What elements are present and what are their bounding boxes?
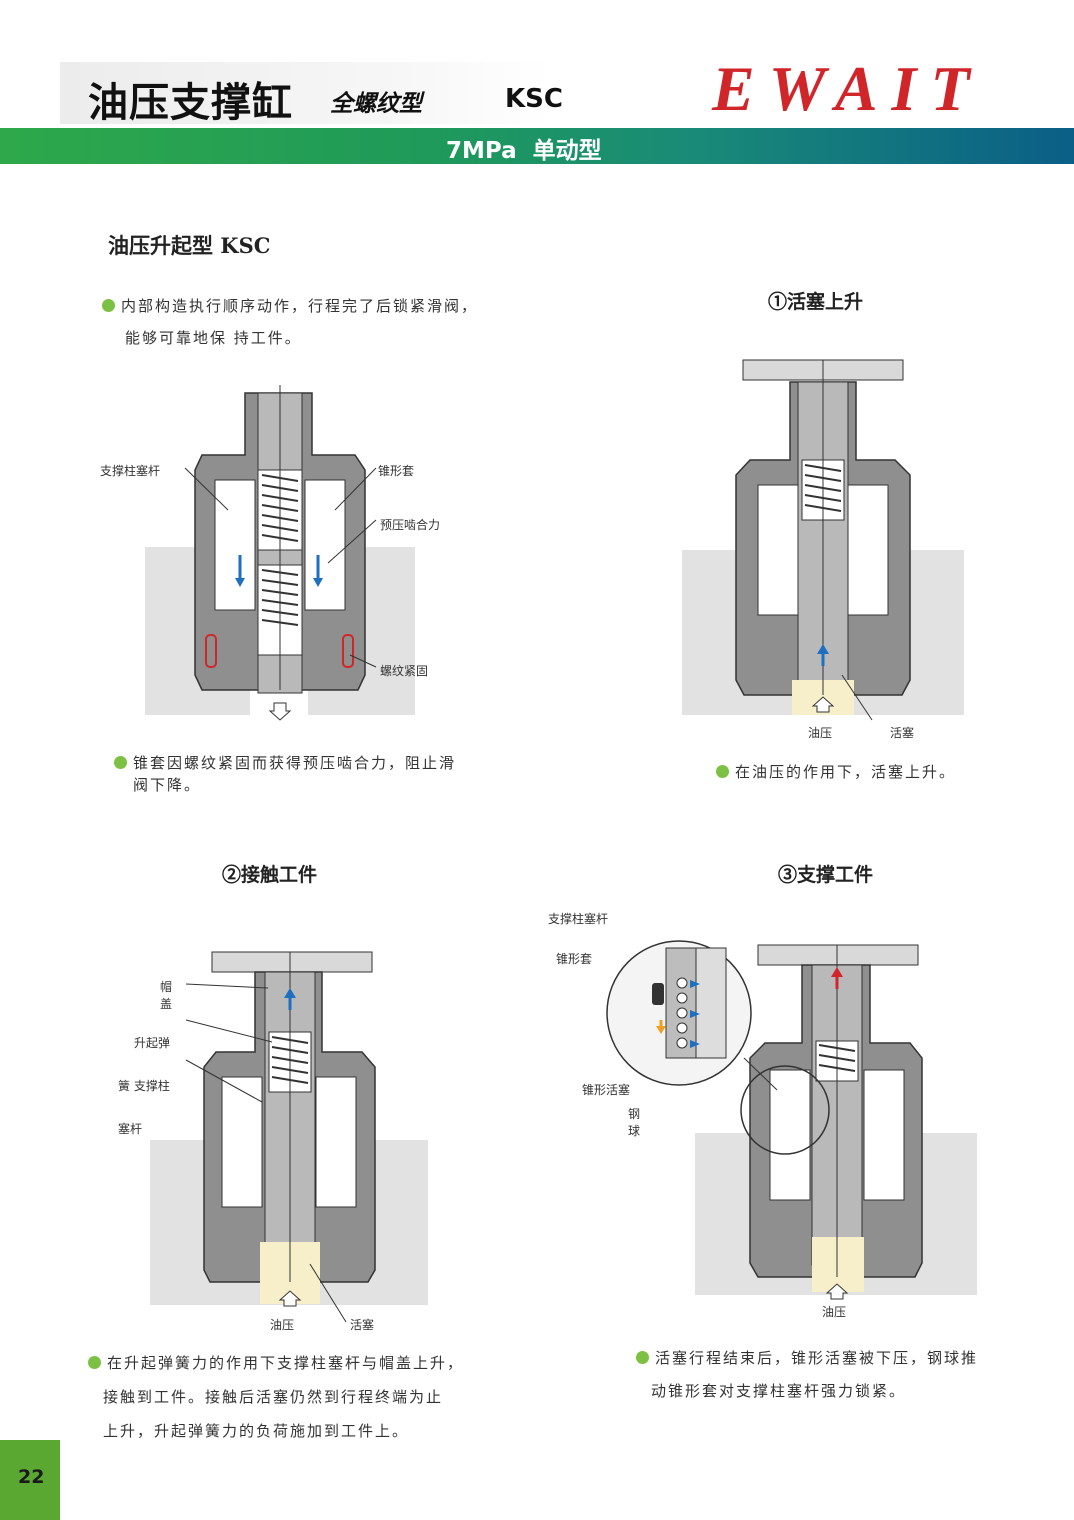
label-preload: 预压啮合力 bbox=[380, 518, 441, 532]
step2-label-cap-1: 帽 bbox=[160, 980, 173, 994]
step2-cylinder-diagram bbox=[150, 951, 428, 1323]
step2-label-piston: 活塞 bbox=[350, 1318, 375, 1332]
intro-line-2: 能够可靠地保 持工件。 bbox=[125, 329, 302, 347]
bullet-icon bbox=[102, 299, 115, 312]
step3-caption-line-1: 活塞行程结束后，锥形活塞被下压，钢球推 bbox=[655, 1349, 979, 1367]
page-title: 油压支撑缸 bbox=[88, 80, 293, 126]
overview-caption: 锥套因螺纹紧固而获得预压啮合力，阻止滑 阀下降。 bbox=[114, 752, 554, 796]
step2-caption: 在升起弹簧力的作用下支撑柱塞杆与帽盖上升， 接触到工件。接触后活塞仍然到行程终端… bbox=[88, 1346, 558, 1448]
step3-label-oil: 油压 bbox=[822, 1305, 847, 1319]
step1-caption: 在油压的作用下，活塞上升。 bbox=[716, 756, 1036, 788]
step3-caption-line-2: 动锥形套对支撑柱塞杆强力锁紧。 bbox=[651, 1382, 907, 1400]
overview-cylinder-diagram bbox=[145, 385, 415, 721]
step1-caption-text: 在油压的作用下，活塞上升。 bbox=[735, 763, 957, 781]
label-cone-sleeve: 锥形套 bbox=[378, 464, 415, 478]
step3-label-ball-1: 钢 bbox=[628, 1107, 641, 1121]
bullet-icon bbox=[114, 756, 127, 769]
step2-label-cap-2: 盖 bbox=[160, 997, 173, 1011]
step2-title: ②接触工件 bbox=[222, 864, 318, 886]
step2-label-spring-2: 簧 支撑柱 bbox=[118, 1079, 170, 1093]
step3-title: ③支撑工件 bbox=[778, 864, 874, 886]
step2-label-oil: 油压 bbox=[270, 1318, 295, 1332]
section-title: 油压升起型 KSC bbox=[108, 233, 271, 258]
model-code: KSC bbox=[505, 84, 563, 114]
overview-caption-line-1: 锥套因螺纹紧固而获得预压啮合力，阻止滑 bbox=[133, 754, 457, 772]
brand-logo: EWAIT bbox=[712, 53, 984, 124]
overview-caption-line-2: 阀下降。 bbox=[133, 776, 202, 794]
step3-detail-magnifier bbox=[606, 940, 778, 1091]
step2-label-spring-1: 升起弹 bbox=[134, 1036, 171, 1050]
spec-bar-text: 7MPa 单动型 bbox=[446, 138, 602, 164]
page-number-tab bbox=[0, 1440, 60, 1520]
bullet-icon bbox=[636, 1351, 649, 1364]
intro-text: 内部构造执行顺序动作，行程完了后锁紧滑阀， 能够可靠地保 持工件。 bbox=[102, 290, 562, 354]
title-background bbox=[60, 62, 550, 124]
step3-label-rod: 支撑柱塞杆 bbox=[548, 912, 609, 926]
step1-label-piston: 活塞 bbox=[890, 726, 915, 740]
step3-label-cone-piston: 锥形活塞 bbox=[582, 1083, 631, 1097]
page-number: 22 bbox=[18, 1466, 45, 1488]
page-subtitle: 全螺纹型 bbox=[330, 90, 422, 117]
step1-cylinder-diagram bbox=[682, 359, 964, 721]
bullet-icon bbox=[716, 765, 729, 778]
step3-caption: 活塞行程结束后，锥形活塞被下压，钢球推 动锥形套对支撑柱塞杆强力锁紧。 bbox=[636, 1342, 1046, 1408]
step2-caption-line-1: 在升起弹簧力的作用下支撑柱塞杆与帽盖上升， bbox=[107, 1354, 465, 1372]
label-rod: 支撑柱塞杆 bbox=[100, 464, 161, 478]
step3-label-ball-2: 球 bbox=[628, 1124, 641, 1138]
step2-label-spring-3: 塞杆 bbox=[118, 1122, 143, 1136]
step2-caption-line-2: 接触到工件。接触后活塞仍然到行程终端为止 bbox=[103, 1388, 444, 1406]
step1-title: ①活塞上升 bbox=[768, 291, 864, 313]
intro-line-1: 内部构造执行顺序动作，行程完了后锁紧滑阀， bbox=[121, 297, 479, 315]
step3-cylinder-diagram bbox=[695, 944, 977, 1300]
step3-label-cone-sleeve: 锥形套 bbox=[556, 952, 593, 966]
step2-caption-line-3: 上升，升起弹簧力的负荷施加到工件上。 bbox=[103, 1422, 410, 1440]
label-thread-lock: 螺纹紧固 bbox=[380, 664, 429, 678]
step1-label-oil: 油压 bbox=[808, 726, 833, 740]
spec-bar bbox=[0, 128, 1074, 164]
bullet-icon bbox=[88, 1356, 101, 1369]
